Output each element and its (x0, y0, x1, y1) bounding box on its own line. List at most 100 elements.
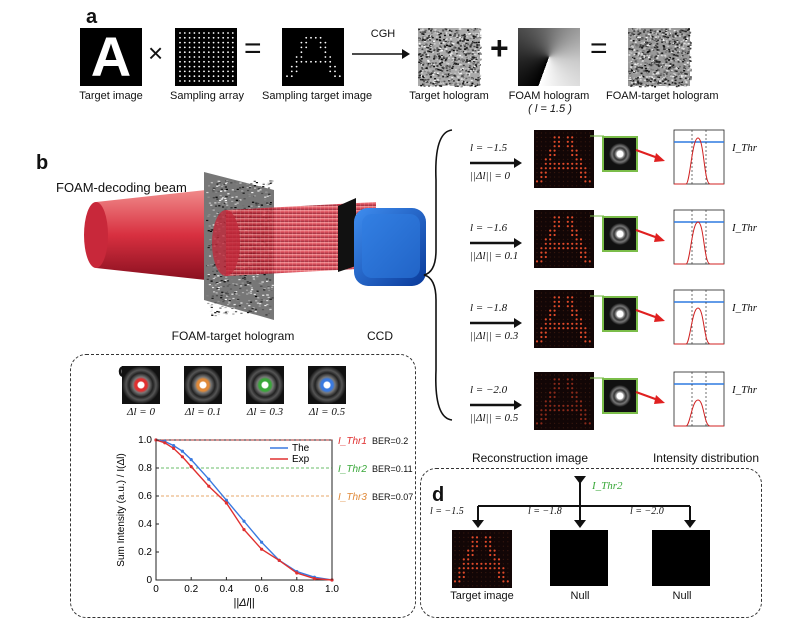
decoding-beam-label: FOAM-decoding beam (56, 180, 187, 195)
panel-c-box (70, 354, 416, 618)
sampling-target-image (282, 28, 344, 86)
recon-image-3 (534, 372, 594, 430)
zoom-spot-3 (602, 378, 638, 414)
spot-2 (246, 366, 284, 404)
row-threshold-0: I_Thr (732, 142, 758, 154)
ytick-4: 0.8 (138, 463, 152, 474)
row-ld-3: l = −2.0 (470, 384, 508, 396)
cgh-arrow (352, 49, 410, 59)
spot-label-0: Δl = 0 (127, 406, 155, 418)
zoom-lines-0 (590, 135, 604, 137)
point-Exp-1 (163, 441, 167, 445)
target-hologram-label: Target hologram (409, 90, 489, 102)
legend-label-1: Exp (292, 454, 310, 465)
panel-d-threshold: I_Thr2 (592, 480, 623, 492)
spot-label-2: Δl = 0.3 (246, 406, 284, 418)
point-Exp-11 (312, 577, 316, 581)
cgh-label: CGH (370, 28, 396, 40)
threshold-label-1: I_Thr2 (338, 464, 367, 475)
xtick-2: 0.4 (219, 584, 233, 595)
row-threshold-1: I_Thr (732, 222, 758, 234)
row-dl-0: ||Δl|| = 0 (470, 170, 511, 182)
xtick-5: 1.0 (325, 584, 339, 595)
row-arrow-3 (470, 400, 522, 410)
point-Exp-3 (180, 455, 184, 459)
threshold-ber-0: BER=0.2 (372, 436, 408, 446)
recon-image-0 (534, 130, 594, 188)
spot-label-1: Δl = 0.1 (184, 406, 222, 418)
equals-symbol-1: = (244, 32, 262, 65)
d-caption-0: Target image (450, 590, 514, 602)
ytick-5: 1.0 (138, 435, 152, 446)
point-Exp-6 (224, 501, 228, 505)
spot-3 (308, 366, 346, 404)
row-threshold-2: I_Thr (732, 302, 758, 314)
y-axis-label: Sum Intensity (a.u.) / I(Δl) (116, 453, 127, 566)
intensity-plot-2 (673, 289, 725, 345)
sampling-target-label: Sampling target image (262, 90, 373, 102)
spot-label-3: Δl = 0.5 (308, 406, 346, 418)
point-The-7 (242, 519, 246, 523)
zoom-spot-0 (602, 136, 638, 172)
foam-target-hologram (628, 28, 692, 88)
xtick-0: 0 (153, 584, 159, 595)
point-Exp-5 (207, 484, 211, 488)
d-ld-1: l = −1.8 (528, 506, 562, 517)
target-hologram (418, 28, 482, 88)
foam-hologram (518, 28, 580, 86)
d-ld-0: l = −1.5 (430, 506, 464, 517)
row-ld-2: l = −1.8 (470, 302, 508, 314)
panel-b-letter: b (36, 152, 49, 174)
point-Exp-7 (242, 528, 246, 532)
recon-image-1 (534, 210, 594, 268)
intensity-plot-1 (673, 209, 725, 265)
row-arrow-2 (470, 318, 522, 328)
optical-setup (84, 172, 426, 320)
row-dl-2: ||Δl|| = 0.3 (470, 330, 519, 342)
sampling-array-label: Sampling array (170, 90, 244, 102)
d-image-2 (652, 530, 710, 586)
panel-a-letter: a (86, 6, 98, 28)
recon-image-2 (534, 290, 594, 348)
row-dl-1: ||Δl|| = 0.1 (470, 250, 519, 262)
point-The-6 (224, 498, 228, 502)
intensity-plot-0 (673, 129, 725, 185)
red-arrow-0 (635, 149, 665, 162)
red-arrow-3 (635, 391, 665, 404)
foam-hologram-label: FOAM hologram (508, 90, 590, 102)
hologram-label: FOAM-target hologram (171, 329, 295, 343)
xtick-4: 0.8 (290, 584, 304, 595)
threshold-label-0: I_Thr1 (338, 436, 367, 447)
red-arrow-1 (635, 229, 665, 242)
row-arrow-1 (470, 238, 522, 248)
x-axis-label: ||Δl|| (233, 597, 254, 609)
target-letter: A (90, 25, 132, 88)
zoom-lines-1 (590, 215, 604, 217)
point-Exp-2 (172, 446, 176, 450)
row-arrow-0 (470, 158, 522, 168)
zoom-spot-2 (602, 296, 638, 332)
zoom-lines-2 (590, 295, 604, 297)
zoom-lines-3 (590, 377, 604, 379)
foam-hologram-sub: ( l = 1.5 ) (528, 103, 572, 115)
point-The-3 (180, 449, 184, 453)
spot-1 (184, 366, 222, 404)
d-caption-2: Null (672, 590, 692, 602)
threshold-ber-1: BER=0.11 (372, 464, 413, 474)
ccd-label: CCD (367, 329, 393, 343)
d-ld-2: l = −2.0 (630, 506, 664, 517)
equals-symbol-2: = (590, 32, 608, 65)
target-image: A (80, 28, 142, 86)
point-The-8 (260, 540, 264, 544)
recon-label: Reconstruction image (471, 451, 589, 465)
point-Exp-8 (260, 547, 264, 551)
times-symbol: × (148, 38, 164, 68)
d-caption-1: Null (570, 590, 590, 602)
sampling-array (175, 28, 237, 86)
plus-symbol: + (490, 30, 509, 66)
ytick-3: 0.6 (138, 491, 152, 502)
point-Exp-10 (295, 571, 299, 575)
d-image-0 (452, 530, 512, 588)
row-ld-1: l = −1.6 (470, 222, 508, 234)
